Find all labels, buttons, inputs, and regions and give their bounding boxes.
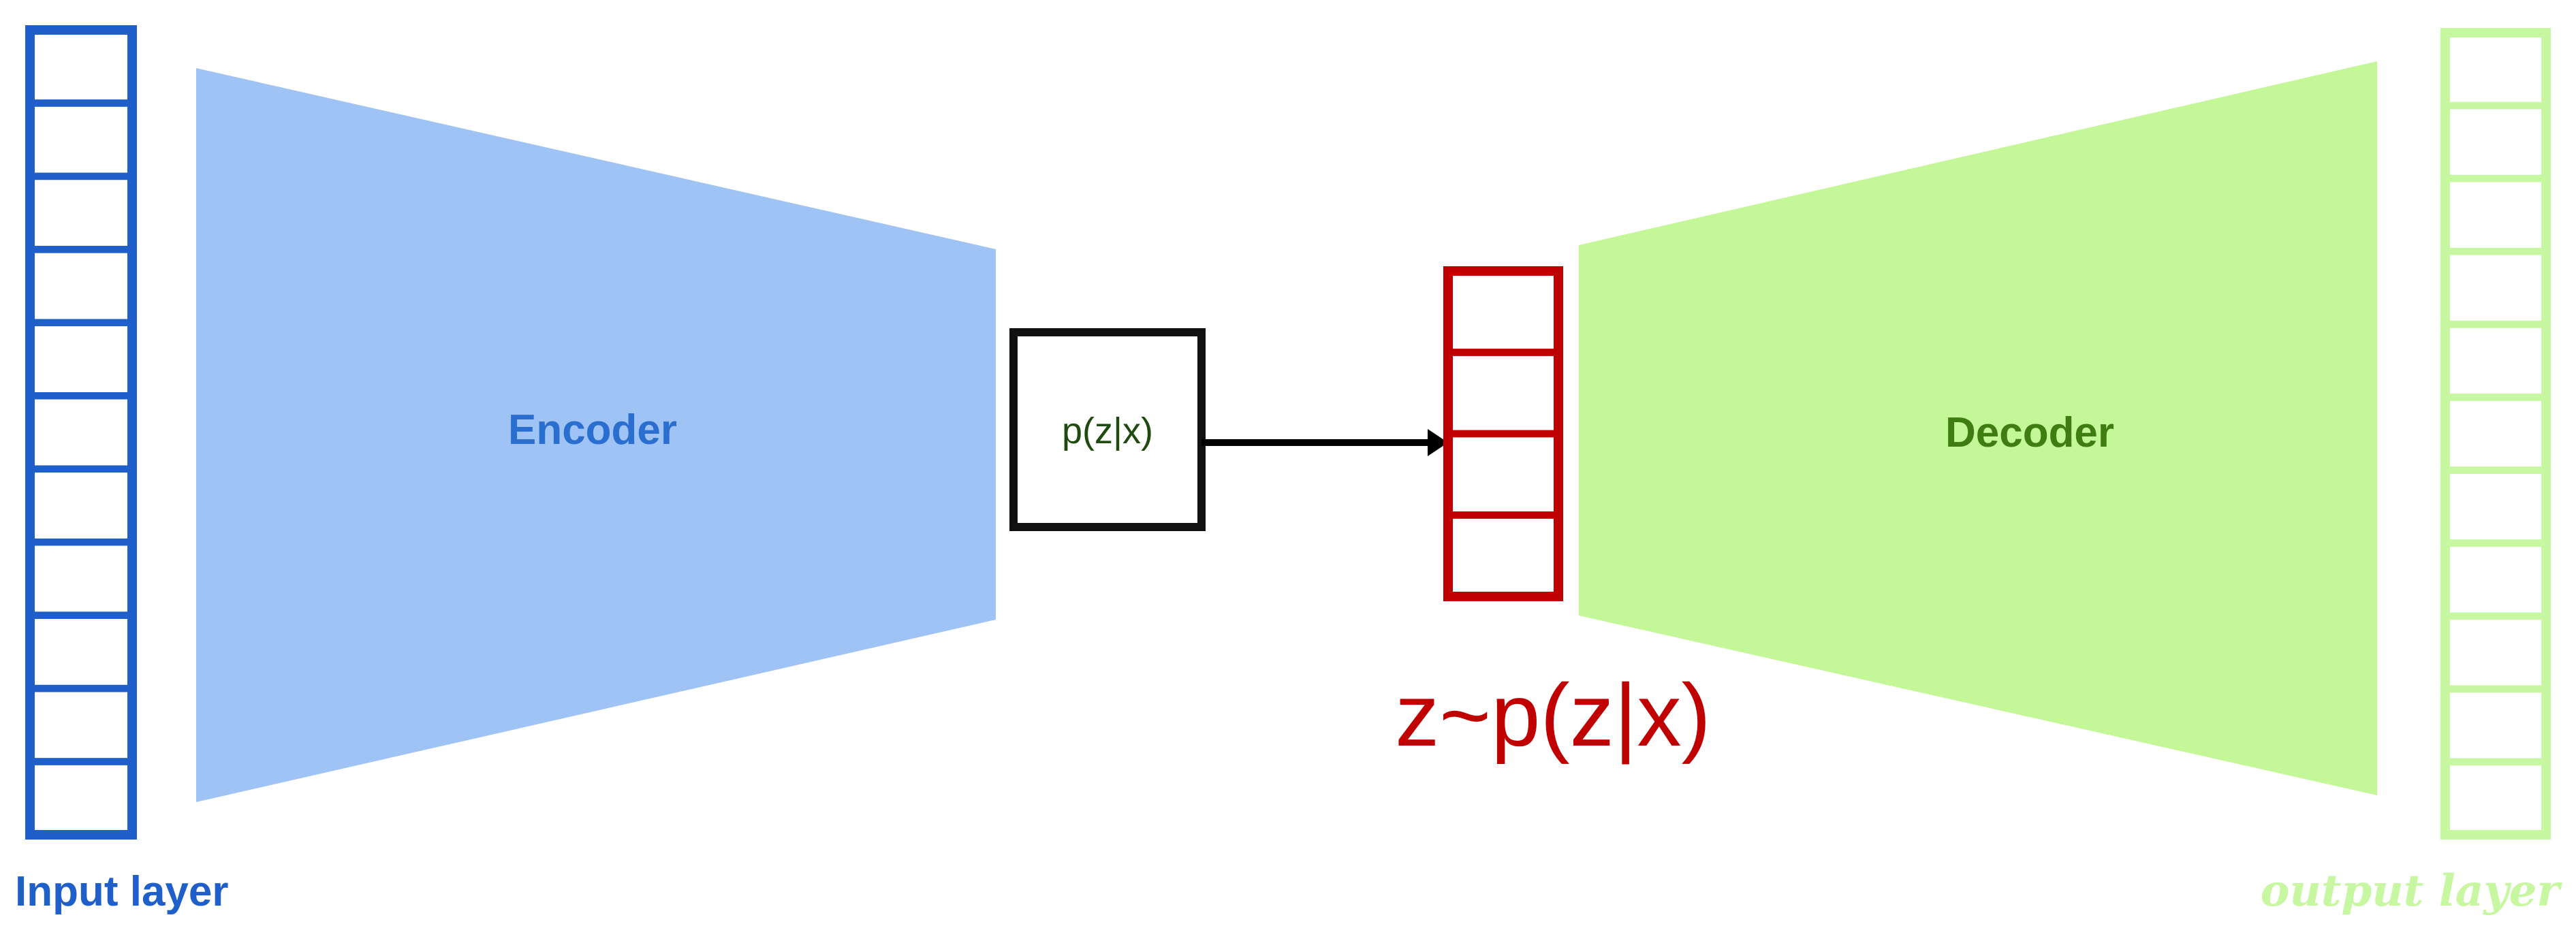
encoder-label: Encoder [508, 406, 677, 453]
input-layer [25, 25, 137, 840]
output-layer [2440, 28, 2551, 840]
output-layer-label: output layer [2261, 865, 2563, 916]
arrow-head-icon [1428, 429, 1448, 456]
encoder-shape [196, 68, 996, 802]
decoder-label: Decoder [1945, 409, 2114, 456]
output-layer-cell [2441, 758, 2550, 839]
latent-cell [1444, 511, 1562, 601]
input-layer-cell [26, 758, 136, 839]
distribution-label: p(z|x) [1062, 411, 1153, 451]
latent-vector [1443, 266, 1563, 601]
input-layer-frame [25, 25, 137, 840]
decoder-shape [1579, 61, 2377, 795]
distribution-box [1009, 328, 1206, 531]
output-layer-frame [2440, 28, 2551, 840]
input-layer-label: Input layer [15, 868, 229, 915]
latent-caption: z~p(z|x) [1395, 665, 1711, 765]
